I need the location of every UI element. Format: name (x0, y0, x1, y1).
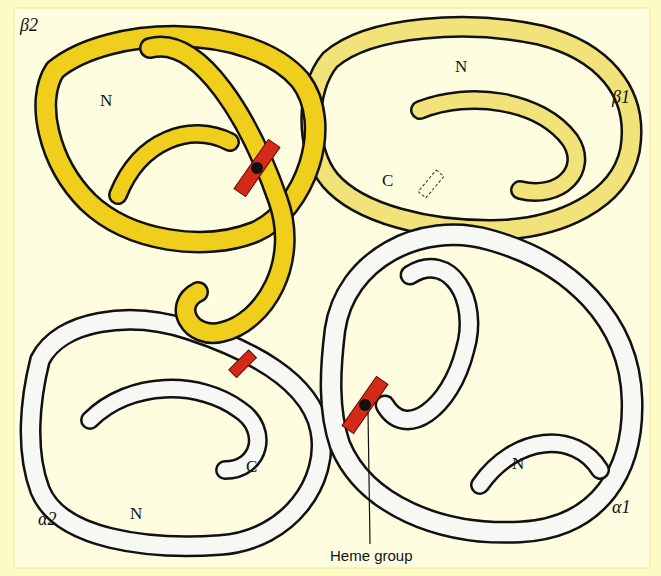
alpha1-chain (331, 235, 632, 532)
leader-line (368, 412, 370, 544)
chain-name: α1 (612, 498, 630, 516)
chain-name: α2 (38, 510, 56, 528)
beta1-chain (311, 27, 631, 230)
terminus-label: N (512, 455, 524, 472)
terminus-label: C (246, 458, 257, 475)
heme-groups (229, 139, 444, 544)
terminus-label: N (100, 92, 112, 109)
chain-name: β1 (612, 88, 630, 106)
chain-name: β2 (20, 16, 38, 34)
panel (14, 8, 650, 568)
terminus-label: C (382, 172, 393, 189)
heme-label: Heme group (330, 548, 413, 563)
terminus-label: N (130, 505, 142, 522)
terminus-label: N (455, 58, 467, 75)
alpha2-chain (31, 320, 322, 546)
beta2-chain (46, 36, 315, 333)
